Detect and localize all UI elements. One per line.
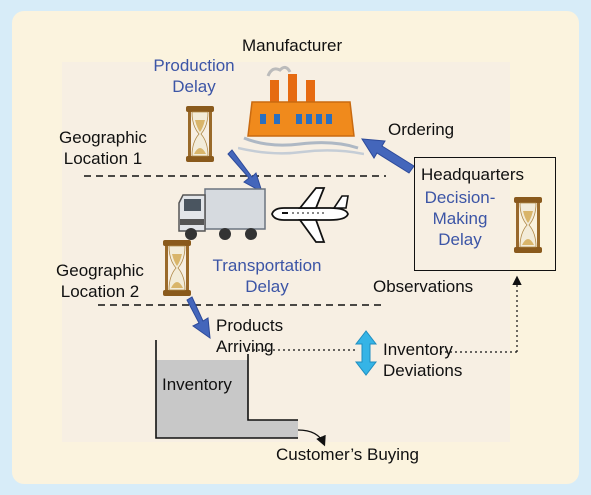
transportation-delay-label: Transportation Delay — [212, 256, 322, 296]
headquarters-box — [414, 157, 556, 271]
products-arriving-arrow — [186, 296, 211, 340]
decision-delay-hourglass-icon — [514, 197, 542, 253]
geographic-location-2-label: Geographic Location 2 — [56, 261, 144, 301]
transport-delay-hourglass-icon — [163, 240, 191, 296]
inventory-deviation-arrow — [354, 330, 378, 376]
manufacturer-label: Manufacturer — [242, 36, 343, 55]
factory-icon — [238, 65, 364, 156]
ordering-arrow — [361, 138, 415, 174]
inventory-deviations-label: Inventory Deviations — [383, 340, 463, 380]
airplane-icon — [271, 187, 349, 243]
ordering-label: Ordering — [388, 120, 455, 139]
products-arriving-label: Products Arriving — [216, 316, 284, 356]
inventory-outline — [155, 340, 298, 439]
inventory-label: Inventory — [162, 375, 232, 394]
observations-label: Observations — [373, 277, 474, 296]
customers-buying-label: Customer’s Buying — [276, 445, 419, 464]
inventory-fill — [156, 360, 298, 438]
production-to-transport-arrow — [227, 149, 263, 194]
decision-making-delay-label: Decision- Making Delay — [424, 188, 496, 249]
production-delay-label: Production Delay — [153, 56, 235, 96]
production-delay-hourglass-icon — [186, 106, 214, 162]
headquarters-label: Headquarters — [421, 165, 525, 184]
geographic-location-1-label: Geographic Location 1 — [59, 128, 147, 168]
customer-buying-arrow — [297, 429, 326, 447]
truck-icon — [178, 188, 266, 240]
